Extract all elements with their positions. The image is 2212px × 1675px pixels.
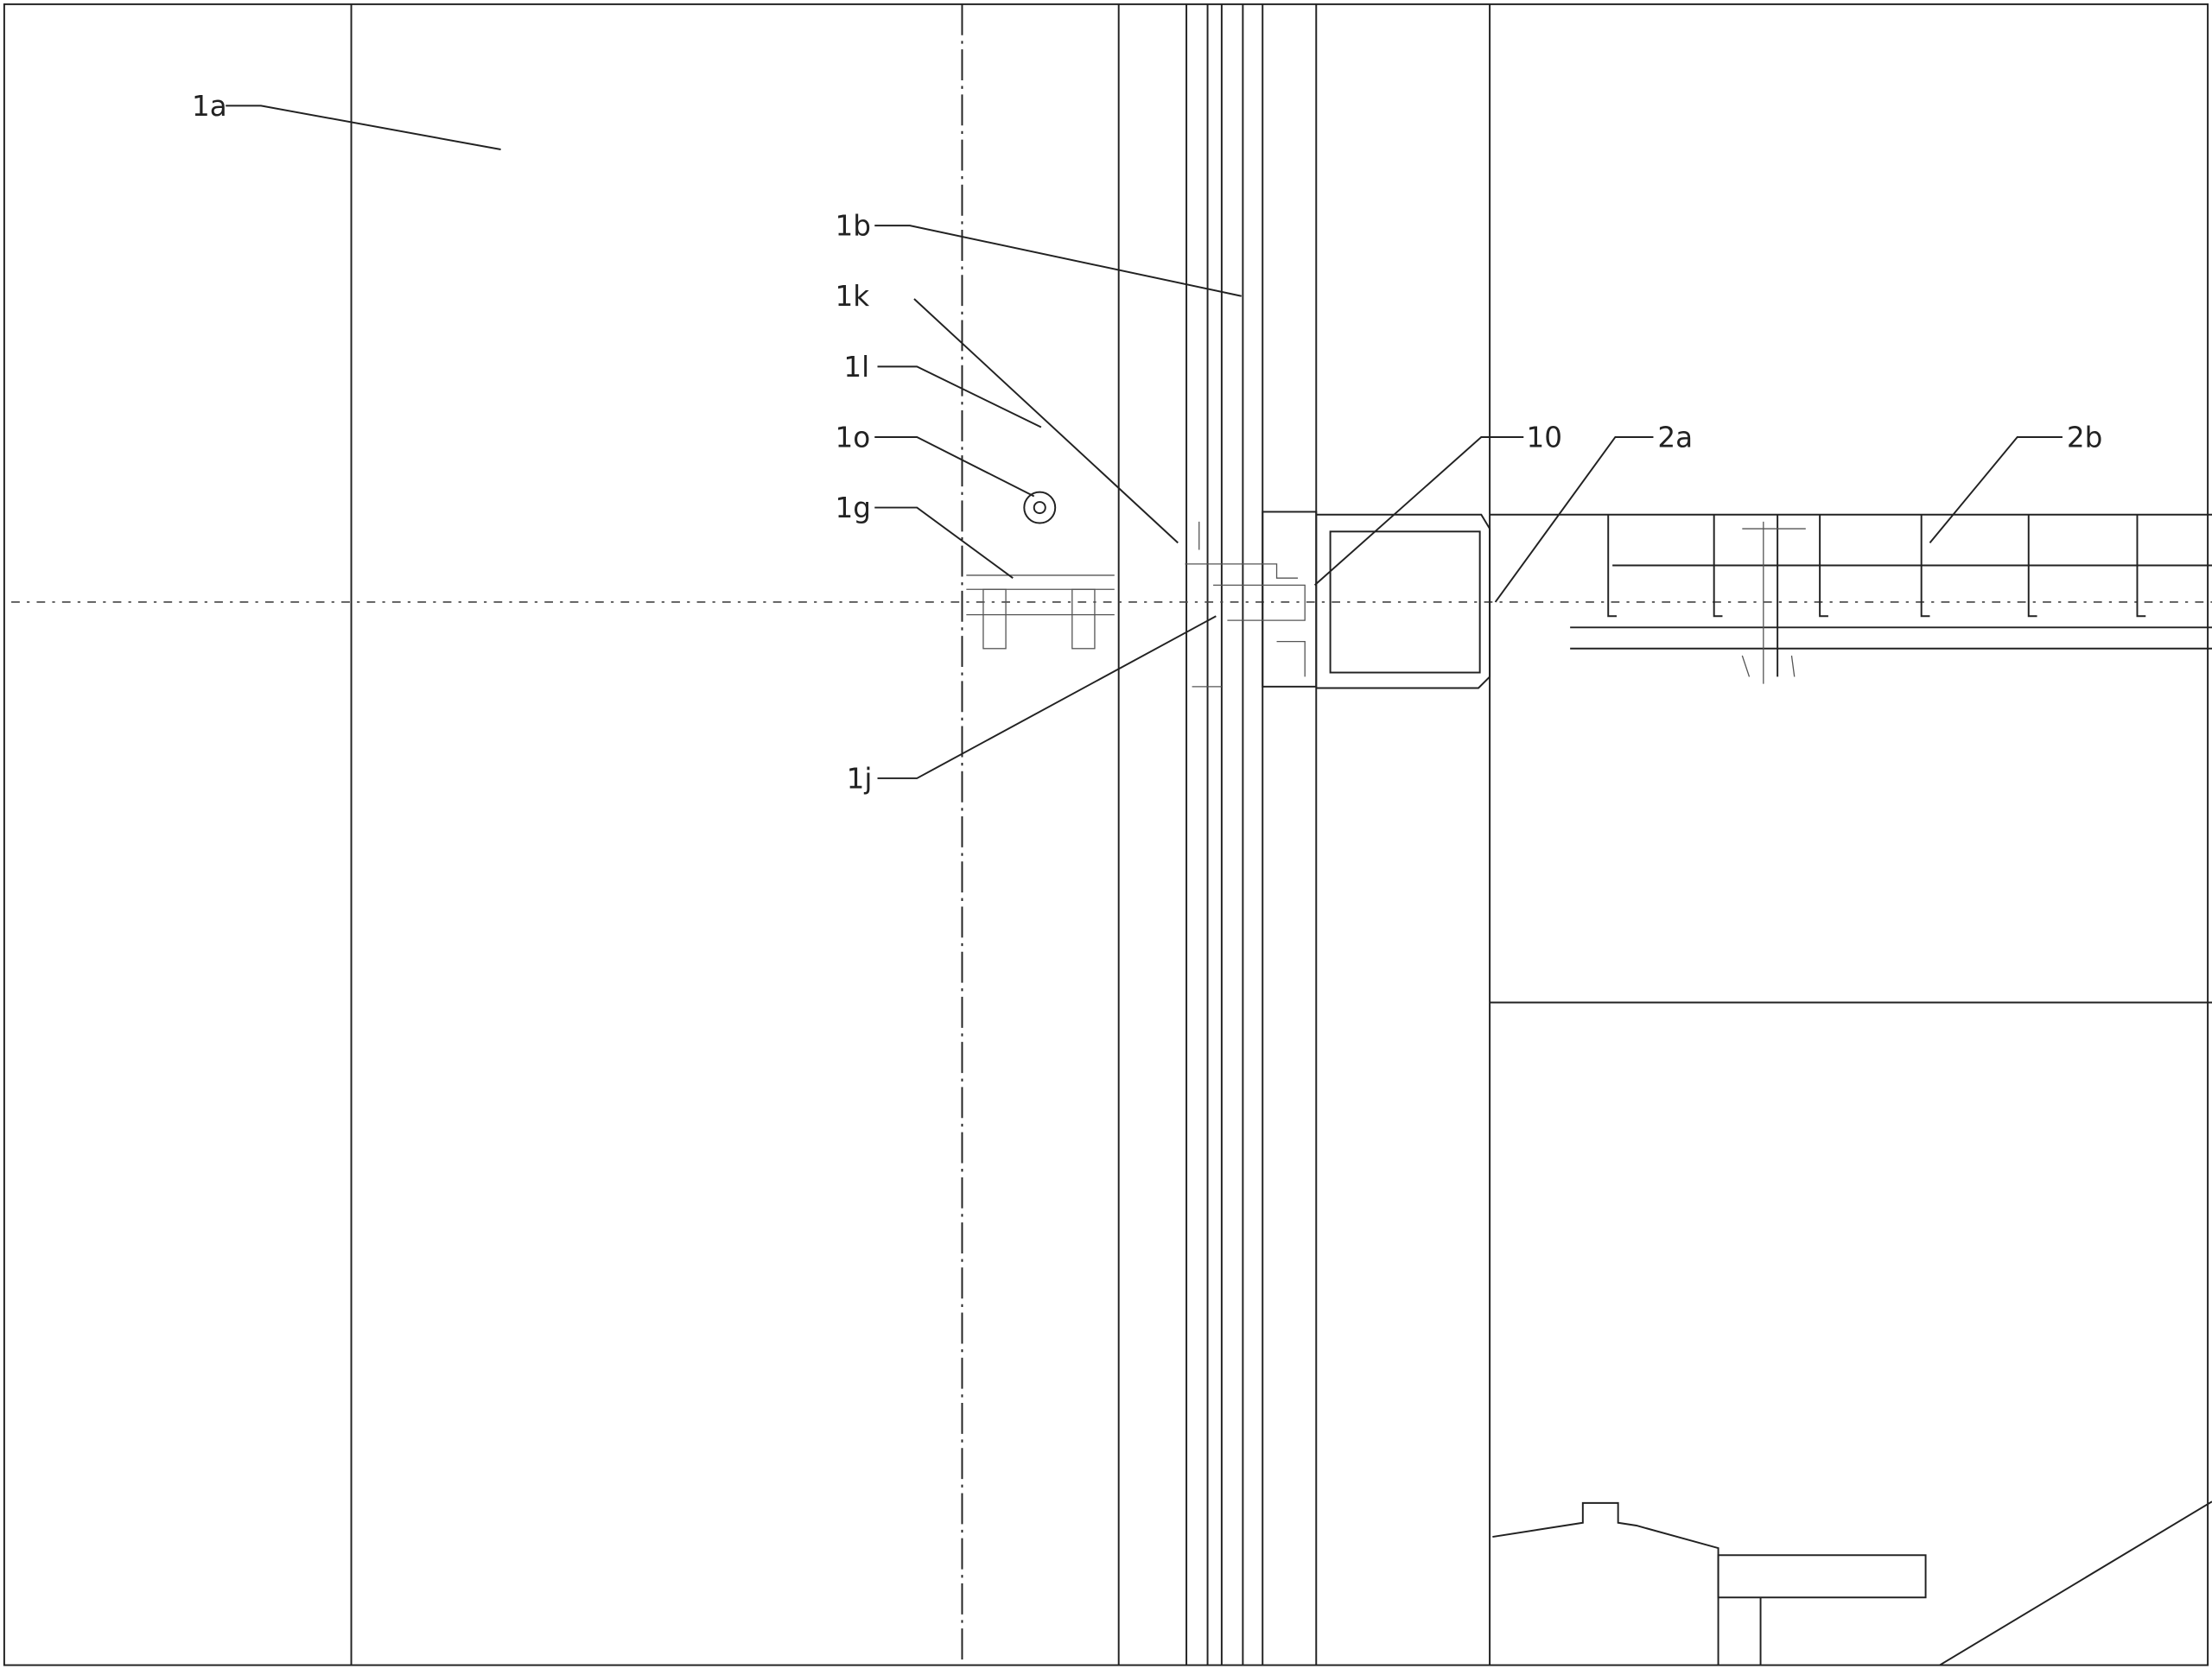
label-10: 10 (1527, 421, 1563, 454)
label-1g: 1g (836, 492, 871, 524)
label-1o: 1o (836, 421, 871, 454)
label-1j: 1j (847, 762, 873, 795)
label-1l: 1l (843, 351, 869, 384)
label-1k: 1k (836, 280, 870, 313)
bolt-icon (1023, 491, 1057, 524)
label-2a: 2a (1657, 421, 1693, 454)
reference-labels: 1a 1b 1k 1l 1o 1g 1j 10 2a 2b (192, 90, 2102, 796)
joint-detail (966, 491, 1491, 689)
vertical-walls (350, 3, 1491, 1665)
leader-lines (226, 105, 2063, 779)
frame (3, 3, 2209, 1666)
label-1a: 1a (192, 90, 227, 123)
label-2b: 2b (2067, 421, 2102, 454)
label-1b: 1b (836, 210, 871, 243)
building-profile (1492, 1501, 2212, 1666)
beam-structure (1490, 513, 2212, 684)
